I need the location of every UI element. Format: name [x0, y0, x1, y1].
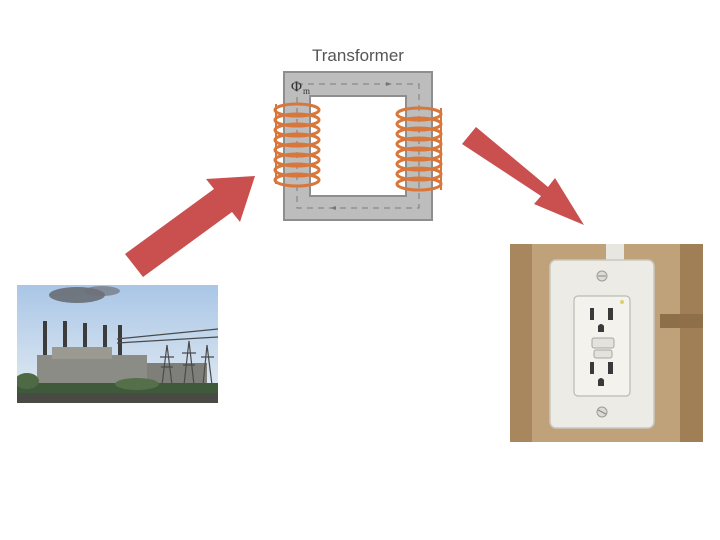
power-plant-image: [17, 285, 218, 403]
flux-subscript: m: [303, 86, 310, 96]
primary-coil: [273, 102, 321, 188]
transformer-core-window: [309, 95, 407, 197]
flux-arrow: [386, 82, 392, 86]
flux-symbol: Φ: [291, 79, 302, 95]
transformer-title: Transformer: [312, 46, 404, 65]
secondary-coil: [395, 106, 443, 192]
arrow-right-down: [462, 127, 584, 225]
arrow-right-up: [125, 176, 255, 277]
flux-arrow: [330, 206, 336, 210]
wall-outlet-image: [510, 244, 703, 442]
transformer-diagram: Φ m: [273, 71, 443, 221]
